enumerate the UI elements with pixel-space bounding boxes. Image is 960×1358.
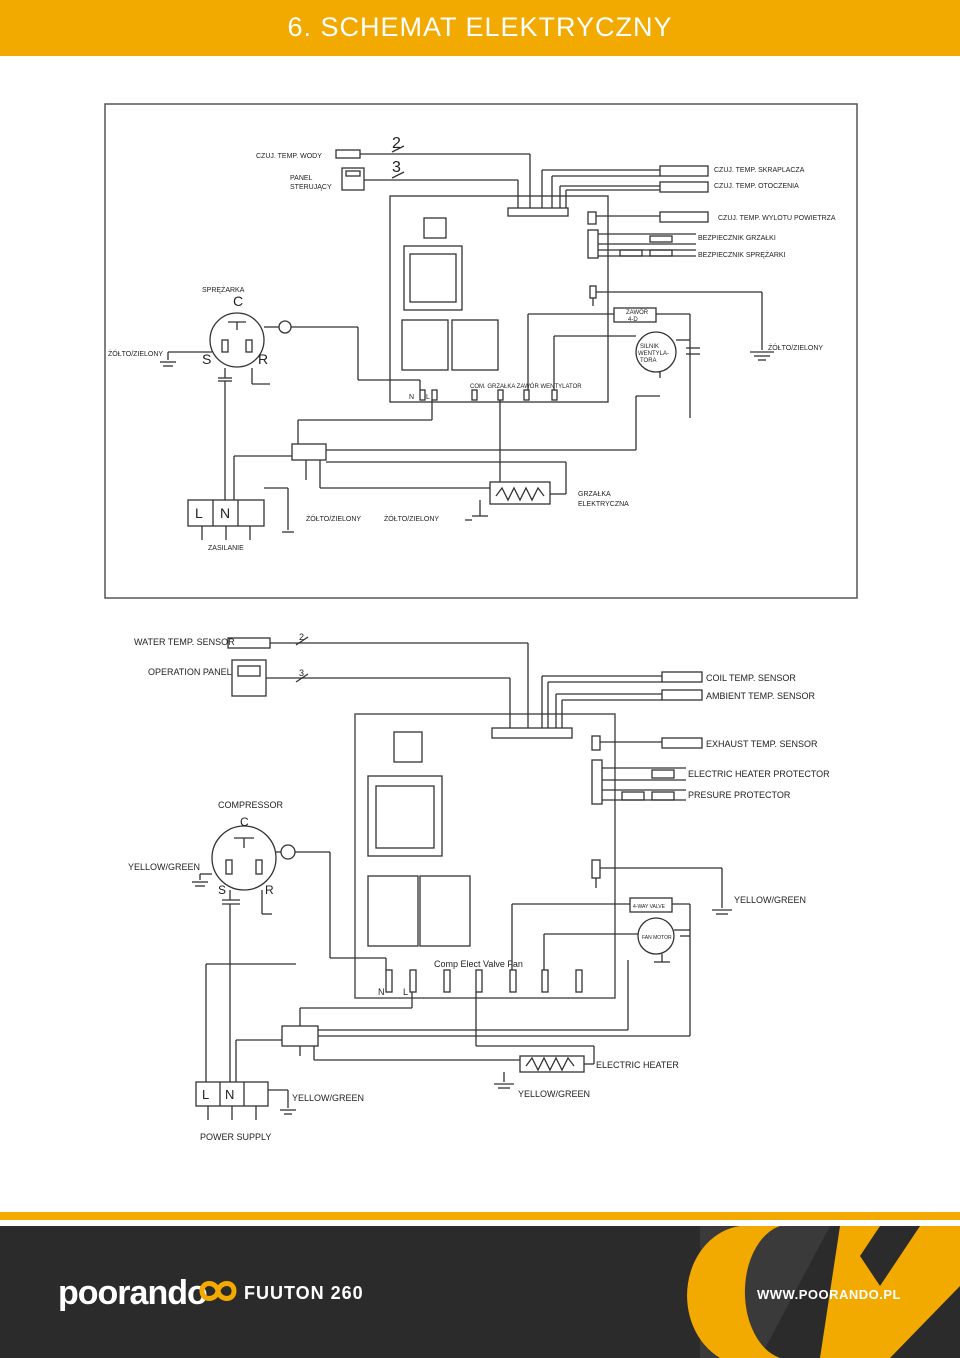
en-yg-bottom1-label: YELLOW/GREEN	[292, 1093, 364, 1103]
en-ambient-sensor-probe	[661, 689, 703, 701]
en-exhaust-sensor-label: EXHAUST TEMP. SENSOR	[706, 739, 818, 749]
en-heater-label: ELECTRIC HEATER	[596, 1060, 679, 1070]
pl-terminals-label: COM. GRZAŁKA ZAWÓR WENTYLATOR	[470, 383, 582, 390]
pl-exhaust-sensor-probe	[659, 211, 709, 223]
en-compressor-s: S	[218, 883, 226, 897]
pl-panel-label-1: PANEL	[290, 175, 313, 182]
pl-valve-label-1: ZAWÓR	[626, 309, 649, 316]
en-compressor	[211, 825, 277, 891]
pl-heater-protector-label: BEZPIECZNIK GRZAŁKI	[698, 235, 776, 242]
infinity-icon	[199, 1281, 237, 1301]
en-pressure-protector-label: PRESURE PROTECTOR	[688, 790, 791, 800]
pl-fan-label-2: WENTYLA-	[638, 351, 669, 357]
page-footer: poorando FUUTON 260 WWW.POORANDO.PL	[0, 1226, 960, 1358]
pl-exhaust-sensor-label: CZUJ. TEMP. WYLOTU POWIETRZA	[718, 215, 836, 222]
page-title: 6. SCHEMAT ELEKTRYCZNY	[287, 12, 673, 42]
pl-fan-label-1: SILNIK	[640, 344, 659, 350]
pl-compressor-s: S	[202, 351, 211, 367]
en-compressor-label: COMPRESSOR	[218, 800, 284, 810]
pl-heater	[489, 481, 551, 505]
en-control-board	[354, 713, 616, 999]
pl-yg-bottom1-label: ŻÓŁTO/ZIELONY	[306, 514, 361, 523]
en-exhaust-sensor-probe	[661, 737, 703, 749]
en-wire-2-label: 2	[299, 632, 304, 642]
pl-pressure-protector-label: BEZPIECZNIK SPRĘŻARKI	[698, 250, 786, 259]
en-supply-label: POWER SUPPLY	[200, 1132, 271, 1142]
pl-terminal-block	[291, 443, 327, 461]
en-coil-sensor-label: COIL TEMP. SENSOR	[706, 673, 796, 683]
pl-supply-l: L	[195, 505, 203, 521]
pl-heater-label-1: GRZAŁKA	[578, 491, 611, 498]
pl-compressor-label: SPRĘŻARKA	[202, 285, 245, 294]
pl-board-connectors	[507, 207, 569, 217]
en-terminal-block	[281, 1025, 319, 1047]
en-wire-3-label: 3	[299, 668, 304, 678]
pl-valve-label-2: 4-D	[628, 317, 638, 323]
en-board-connectors	[491, 727, 573, 739]
pl-heater-label-2: ELEKTRYCZNA	[578, 501, 629, 508]
pl-supply-n: N	[220, 505, 230, 521]
pl-compressor-r: R	[258, 351, 268, 367]
en-fan-motor	[637, 917, 675, 955]
pl-coil-sensor-label: CZUJ. TEMP. SKRAPLACZA	[714, 167, 805, 174]
pl-water-sensor-label: CZUJ. TEMP. WODY	[256, 153, 322, 160]
en-valve-box	[629, 897, 673, 913]
pl-terminal-n: N	[409, 394, 414, 401]
pl-wire-3-label: 3	[392, 159, 401, 176]
pl-terminal-l: L	[426, 394, 430, 401]
en-supply-l: L	[202, 1087, 209, 1102]
en-yg-left-label: YELLOW/GREEN	[128, 862, 200, 872]
pl-supply-label: ZASILANIE	[208, 545, 244, 552]
en-terminals-label: Comp Elect Valve Fan	[434, 959, 523, 969]
en-heater-protector-label: ELECTRIC HEATER PROTECTOR	[688, 769, 830, 779]
footer-decoration	[687, 1226, 960, 1358]
en-valve-label: 4-WAY VALVE	[633, 904, 666, 910]
pl-yg-left-label: ŻÓŁTO/ZIELONY	[108, 349, 163, 358]
pl-frame	[104, 103, 858, 599]
en-compressor-r: R	[265, 883, 274, 897]
pl-yg-bottom2-label: ŻÓŁTO/ZIELONY	[384, 514, 439, 523]
pl-compressor	[209, 312, 265, 368]
pl-valve-box	[613, 307, 657, 323]
en-coil-sensor-probe	[661, 671, 703, 683]
en-supply-n: N	[225, 1087, 234, 1102]
pl-control-board	[389, 195, 609, 403]
pl-ambient-sensor-probe	[659, 181, 709, 193]
wiring-diagrams: CZUJ. TEMP. WODY PANEL STERUJĄCY 2 3 CZU…	[104, 103, 858, 1142]
page-header: 6. SCHEMAT ELEKTRYCZNY	[0, 0, 960, 56]
footer-stripe	[0, 1212, 960, 1220]
pl-compressor-c: C	[233, 293, 243, 309]
website-link[interactable]: WWW.POORANDO.PL	[757, 1287, 901, 1302]
en-heater	[519, 1055, 585, 1073]
pl-coil-sensor-probe	[659, 165, 709, 177]
pl-panel-label-2: STERUJĄCY	[290, 184, 332, 191]
en-ambient-sensor-label: AMBIENT TEMP. SENSOR	[706, 691, 816, 701]
product-model: FUUTON 260	[244, 1283, 364, 1303]
en-water-sensor-label: WATER TEMP. SENSOR	[134, 637, 235, 647]
pl-fan-label-3: TORA	[640, 358, 657, 364]
en-fan-label: FAN MOTOR	[642, 935, 672, 941]
en-compressor-c: C	[240, 815, 249, 829]
pl-fan-motor	[635, 331, 677, 373]
en-yg-bottom2-label: YELLOW/GREEN	[518, 1089, 590, 1099]
pl-wire-2-label: 2	[392, 135, 401, 152]
pl-water-sensor-probe	[335, 149, 361, 159]
en-terminal-l: L	[403, 987, 408, 997]
en-terminal-n: N	[378, 987, 385, 997]
pl-ambient-sensor-label: CZUJ. TEMP. OTOCZENIA	[714, 183, 799, 190]
pl-yg-right-label: ŻÓŁTO/ZIELONY	[768, 343, 823, 352]
en-yg-right-label: YELLOW/GREEN	[734, 895, 806, 905]
pl-panel-icon	[341, 167, 365, 191]
en-panel-label: OPERATION PANEL	[148, 667, 232, 677]
brand-logo: poorando	[58, 1274, 208, 1312]
